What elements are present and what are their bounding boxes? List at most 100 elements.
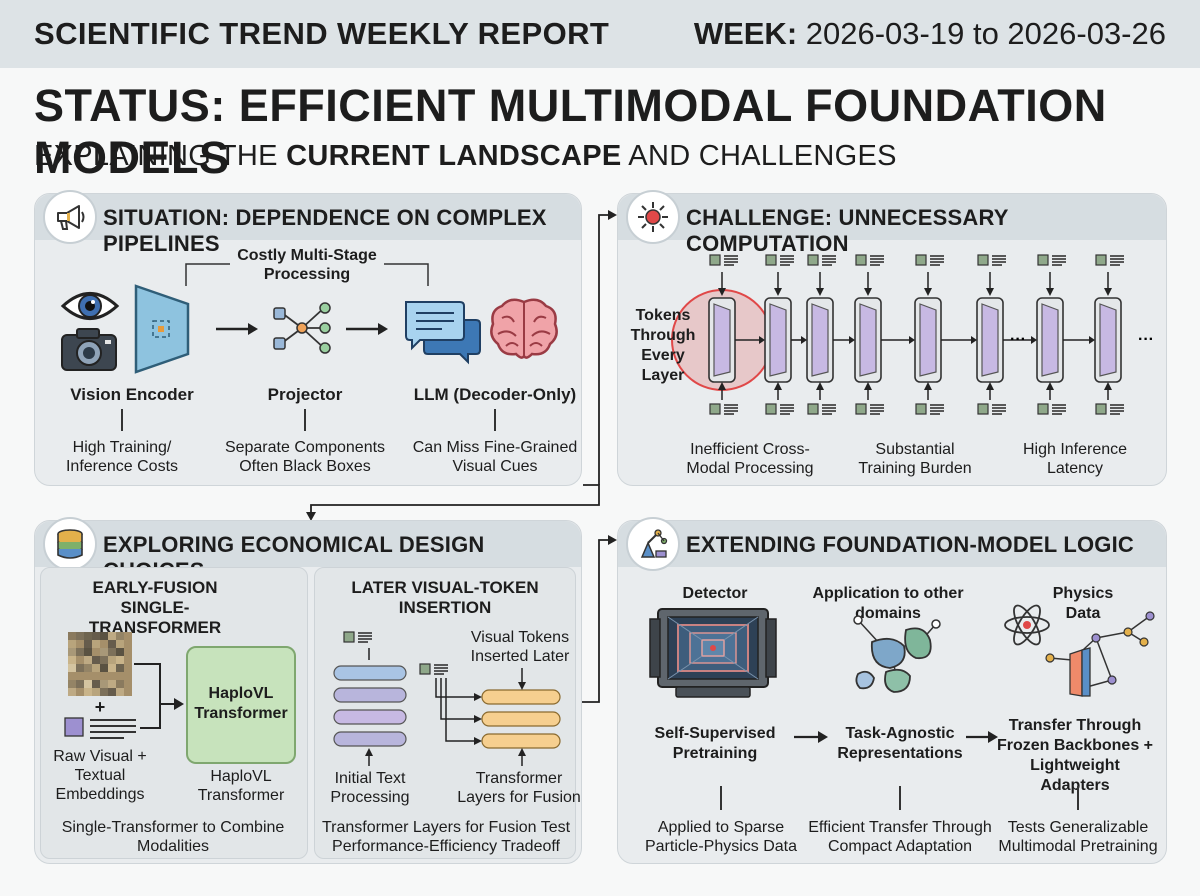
connector-line (121, 409, 123, 431)
pixel-cell (76, 632, 84, 640)
stage-note-llm: Can Miss Fine-Grained Visual Cues (412, 439, 578, 475)
report-title: SCIENTIFIC TREND WEEKLY REPORT (34, 16, 610, 51)
pixel-cell (108, 688, 116, 696)
eye-icon (60, 292, 120, 320)
visual-tokens-label: Visual Tokens Inserted Later (470, 629, 570, 665)
connector-line (304, 409, 306, 431)
text-token-icon (64, 717, 136, 739)
haplovl-transformer-block: HaploVL Transformer (186, 646, 296, 764)
pipeline-bracket-label: Costly Multi-Stage Processing (237, 247, 377, 283)
pixel-cell (84, 680, 92, 688)
pixel-cell (116, 640, 124, 648)
early-fusion-heading: EARLY-FUSION SINGLE-TRANSFORMER (88, 578, 222, 637)
projector-network-icon (273, 302, 331, 354)
stage-name-llm: LLM (Decoder-Only) (413, 385, 577, 404)
arrow-right-icon (794, 731, 828, 743)
pixel-cell (84, 656, 92, 664)
challenge-note-latency: High Inference Latency (1022, 441, 1128, 477)
connector-line (1077, 786, 1079, 810)
haplovl-block-label: HaploVL Transformer (194, 685, 288, 722)
fusion-layers-label: Transformer Layers for Fusion (457, 770, 581, 806)
pixel-cell (100, 648, 108, 656)
pixel-cell (108, 640, 116, 648)
challenge-title: CHALLENGE: UNNECESSARY COMPUTATION (686, 205, 1009, 256)
pixel-cell (84, 640, 92, 648)
tokens-every-layer-label: Tokens Through Every Layer (630, 307, 696, 384)
stage-note-projector: Separate Components Often Black Boxes (224, 439, 386, 475)
megaphone-icon (43, 190, 97, 244)
pixel-cell (68, 672, 76, 680)
step-note-representations: Efficient Transfer Through Compact Adapt… (808, 819, 992, 855)
pixel-cell (124, 688, 132, 696)
physics-graph-icon (1045, 611, 1155, 697)
page-title: STATUS: EFFICIENT MULTIMODAL FOUNDATION … (34, 80, 1107, 183)
challenge-note-training: Substantial Training Burden (858, 441, 972, 477)
pixel-cell (92, 640, 100, 648)
pixel-cell (108, 656, 116, 664)
week-range: 2026-03-19 to 2026-03-26 (805, 16, 1166, 51)
pixel-cell (116, 664, 124, 672)
pixel-cell (68, 680, 76, 688)
stage-name-vision-encoder: Vision Encoder (70, 385, 194, 404)
pixel-cell (124, 664, 132, 672)
subtitle-pre: EXPLAINING THE (34, 140, 287, 172)
pixel-cell (108, 680, 116, 688)
pixel-cell (108, 672, 116, 680)
atom-icon (1004, 604, 1050, 646)
raw-embeddings-label: Raw Visual + Textual Embeddings (53, 748, 147, 803)
subtitle-post: AND CHALLENGES (621, 140, 897, 172)
pixel-cell (76, 648, 84, 656)
arrow-right-icon (346, 323, 388, 335)
page-subtitle: EXPLAINING THE CURRENT LANDSCAPE AND CHA… (34, 140, 897, 173)
telescope-chart-icon (626, 517, 680, 571)
situation-panel: SITUATION: DEPENDENCE ON COMPLEX PIPELIN… (34, 190, 582, 486)
pixel-cell (92, 664, 100, 672)
pixel-cell (100, 656, 108, 664)
design-panel-header (35, 521, 581, 567)
database-icon (43, 517, 97, 571)
pixel-cell (76, 656, 84, 664)
step-name-transfer: Transfer Through Frozen Backbones + Ligh… (996, 717, 1154, 794)
initial-text-label: Initial Text Processing (330, 770, 410, 806)
pixel-cell (116, 648, 124, 656)
later-insertion-footer: Transformer Layers for Fusion Test Perfo… (321, 819, 571, 855)
later-insertion-heading: LATER VISUAL-TOKEN INSERTION (351, 578, 539, 617)
stage-note-vision-encoder: High Training/ Inference Costs (65, 439, 179, 475)
pixel-cell (116, 656, 124, 664)
step-note-pretraining: Applied to Sparse Particle-Physics Data (644, 819, 798, 855)
pixel-cell (68, 664, 76, 672)
pixel-cell (68, 648, 76, 656)
pixel-cell (92, 648, 100, 656)
detector-icon (649, 608, 777, 698)
plus-sign: + (94, 697, 106, 717)
pixel-cell (100, 688, 108, 696)
step-name-representations: Task-Agnostic Representations (837, 725, 963, 762)
connector-line (494, 409, 496, 431)
pixel-cell (84, 632, 92, 640)
pixel-cell (68, 640, 76, 648)
stage-name-projector: Projector (267, 385, 343, 404)
pixel-cell (100, 640, 108, 648)
pixel-cell (84, 672, 92, 680)
step-name-pretraining: Self-Supervised Pretraining (654, 725, 776, 762)
pixel-cell (68, 688, 76, 696)
pixel-cell (124, 640, 132, 648)
report-week: WEEK: 2026-03-19 to 2026-03-26 (694, 16, 1166, 52)
subtitle-bold: CURRENT LANDSCAPE (286, 140, 622, 172)
step-note-transfer: Tests Generalizable Multimodal Pretraini… (998, 819, 1158, 855)
connector-line (899, 786, 901, 810)
extending-title: EXTENDING FOUNDATION-MODEL LOGIC (686, 532, 1135, 557)
early-fusion-footer: Single-Transformer to Combine Modalities (61, 819, 285, 855)
situation-panel-header (35, 194, 581, 240)
challenge-note-cross-modal: Inefficient Cross-Modal Processing (686, 441, 814, 477)
extending-panel-header (618, 521, 1166, 567)
pixel-cell (92, 688, 100, 696)
pixel-cell (100, 672, 108, 680)
pixel-cell (100, 632, 108, 640)
pixel-cell (116, 680, 124, 688)
pixel-cell (116, 672, 124, 680)
week-label: WEEK: (693, 16, 798, 51)
pixel-cell (92, 672, 100, 680)
pixel-cell (124, 672, 132, 680)
pixel-cell (124, 656, 132, 664)
